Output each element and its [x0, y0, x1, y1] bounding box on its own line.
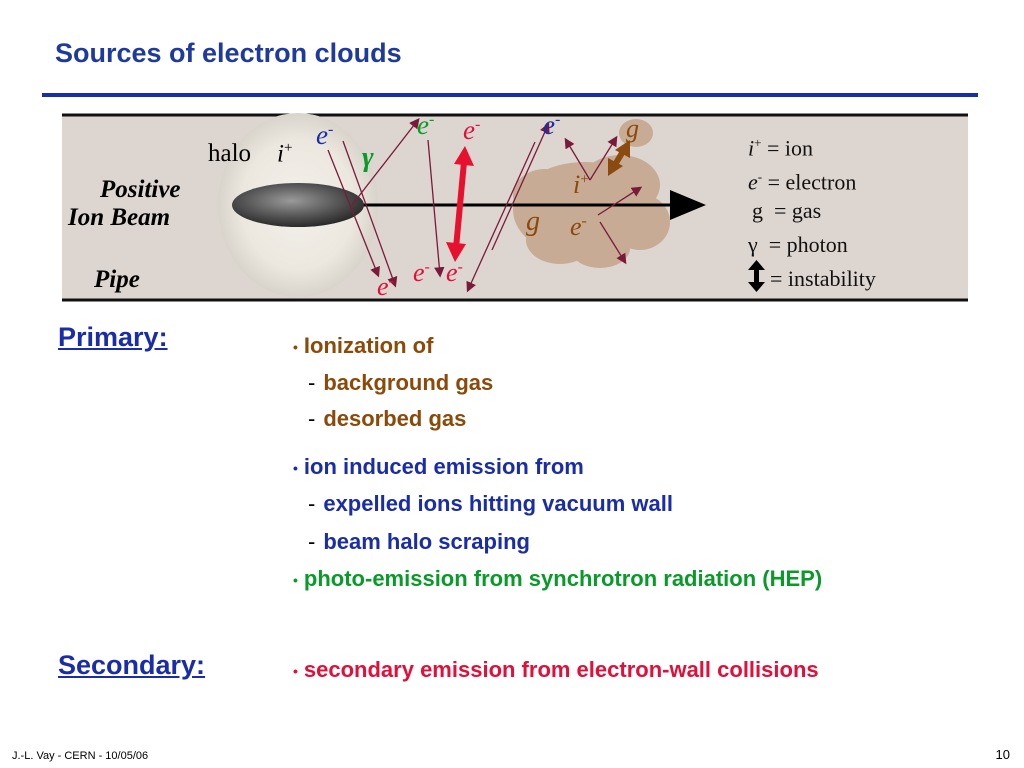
- bullet-dot: •: [293, 460, 298, 477]
- instability-arrow: [446, 146, 474, 262]
- gas-instability-arrow: [608, 140, 630, 176]
- electron-label-green: e-: [417, 110, 435, 140]
- page-number: 10: [995, 747, 1010, 762]
- primary-sub-background-gas: -background gas: [308, 370, 494, 395]
- electron-label-bottom-right: e-: [446, 258, 463, 287]
- cloud-gas-label: g: [526, 206, 540, 237]
- primary-bullet-ionization: •Ionization of: [293, 333, 434, 358]
- halo-ion-label: i+: [277, 140, 293, 168]
- electron-label-red: e-: [463, 115, 481, 145]
- bullet-dot: •: [293, 663, 298, 680]
- legend-instability-icon: [748, 260, 765, 292]
- ion-beam: [232, 183, 364, 227]
- primary-sub-expelled-ions: -expelled ions hitting vacuum wall: [308, 491, 673, 516]
- electron-cloud-diagram: [62, 113, 968, 302]
- electron-label-blue: e-: [316, 120, 334, 150]
- diagram-legend: i+ = ion e- = electron g = gas γ = photo…: [748, 126, 876, 296]
- cloud-ion-label: i+: [573, 170, 589, 199]
- slide-title: Sources of electron clouds: [55, 38, 402, 68]
- title-underline: [42, 93, 978, 97]
- photon-label: γ: [362, 142, 374, 173]
- gas-label-top: g: [626, 114, 639, 143]
- legend-electron: e- = electron: [748, 169, 857, 195]
- positive-label: Positive: [100, 176, 181, 203]
- secondary-bullet-emission: •secondary emission from electron-wall c…: [293, 657, 819, 682]
- primary-sub-halo-scraping: -beam halo scraping: [308, 529, 530, 554]
- pipe-label: Pipe: [94, 266, 140, 293]
- legend-photon: γ = photon: [748, 232, 848, 257]
- primary-sub-desorbed-gas: -desorbed gas: [308, 406, 467, 431]
- legend-instability: = instability: [770, 266, 876, 291]
- halo-label: halo: [208, 140, 252, 167]
- electron-label-bottom-mid: e-: [413, 258, 430, 287]
- secondary-label: Secondary:: [58, 650, 206, 680]
- ion-beam-label: Ion Beam: [68, 204, 171, 231]
- electron-label-blue-top: e-: [543, 110, 561, 140]
- bullet-dot: •: [293, 572, 298, 589]
- electron-trajectories: [327, 117, 643, 293]
- primary-bullet-ion-induced: •ion induced emission from: [293, 454, 584, 479]
- cloud-electron-label: e-: [570, 212, 587, 241]
- electron-label-bottom-left: e-: [377, 272, 394, 301]
- footer-author: J.-L. Vay - CERN - 10/05/06: [12, 750, 149, 762]
- legend-ion: i+ = ion: [748, 135, 813, 161]
- legend-gas: g = gas: [752, 198, 822, 223]
- primary-label: Primary:: [58, 322, 168, 352]
- gas-cloud: [513, 119, 670, 268]
- bullet-dot: •: [293, 339, 298, 356]
- primary-bullet-photo-emission: •photo-emission from synchrotron radiati…: [293, 566, 823, 591]
